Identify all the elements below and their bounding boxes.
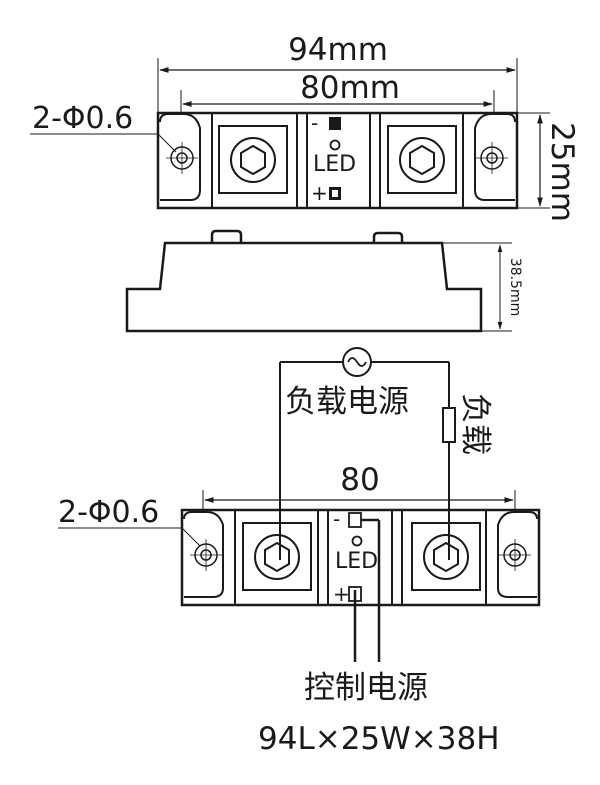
side-view: 38.5mm [125,229,523,333]
wiring-left-screw-hex-icon [264,541,290,573]
plus-terminal-inner [332,190,338,197]
left-ear-outline [159,113,201,201]
width-inner-label: 80mm [300,70,400,106]
right-terminal-frame [387,125,457,194]
side-height-label: 38.5mm [507,258,523,316]
load-resistor-icon [442,407,456,443]
wiring-view: 负载电源 负载 80 2-Φ0.6 [58,347,541,706]
wiring-width-label: 80 [340,462,379,498]
wiring-plus-label: + [333,582,350,606]
side-terminal-bump-right [372,231,404,243]
module-body-outline [156,111,519,210]
wiring-hole-label: 2-Φ0.6 [58,495,159,530]
wiring-right-ear-outline [497,511,538,598]
plus-label: + [311,181,328,205]
wiring-right-terminal-frame [411,522,481,591]
led-label: LED [313,152,356,177]
size-label: 94L×25W×38H [258,721,500,757]
wiring-left-screw-icon [254,534,300,580]
load-power-label: 负载电源 [285,384,409,420]
control-power-label: 控制电源 [304,670,428,706]
wiring-right-screw-hex-icon [433,541,459,573]
right-ear-outline [474,113,516,201]
wiring-module-outline [180,508,541,607]
wiring-left-ear-outline [183,511,224,598]
wiring-led-indicator-icon [351,535,363,547]
load-label: 负载 [457,393,493,455]
wiring-hole-leader-d [181,527,201,547]
ac-source-icon [342,347,372,377]
side-body-outline [125,241,483,333]
side-terminal-bump-left [210,229,243,243]
width-total-label: 94mm [288,32,388,68]
top-view: 94mm 80mm 2-Φ0.6 [30,32,580,222]
wiring-minus-terminal-icon [348,512,362,528]
hole-leader-d [157,133,177,153]
height-label: 25mm [544,122,580,222]
left-terminal-frame [218,125,288,194]
right-screw-icon [399,137,445,183]
left-screw-hex-icon [240,144,266,176]
wiring-left-terminal-frame [242,522,312,591]
left-screw-icon [230,137,276,183]
wiring-led-label: LED [335,549,378,574]
ac-wave-icon [347,357,367,367]
wiring-minus-label: - [333,507,340,531]
right-screw-hex-icon [409,144,435,176]
wiring-right-screw-icon [423,534,469,580]
minus-label: - [311,111,318,135]
minus-terminal-icon [329,117,341,130]
led-indicator-icon [329,139,341,151]
hole-label: 2-Φ0.6 [32,101,133,136]
